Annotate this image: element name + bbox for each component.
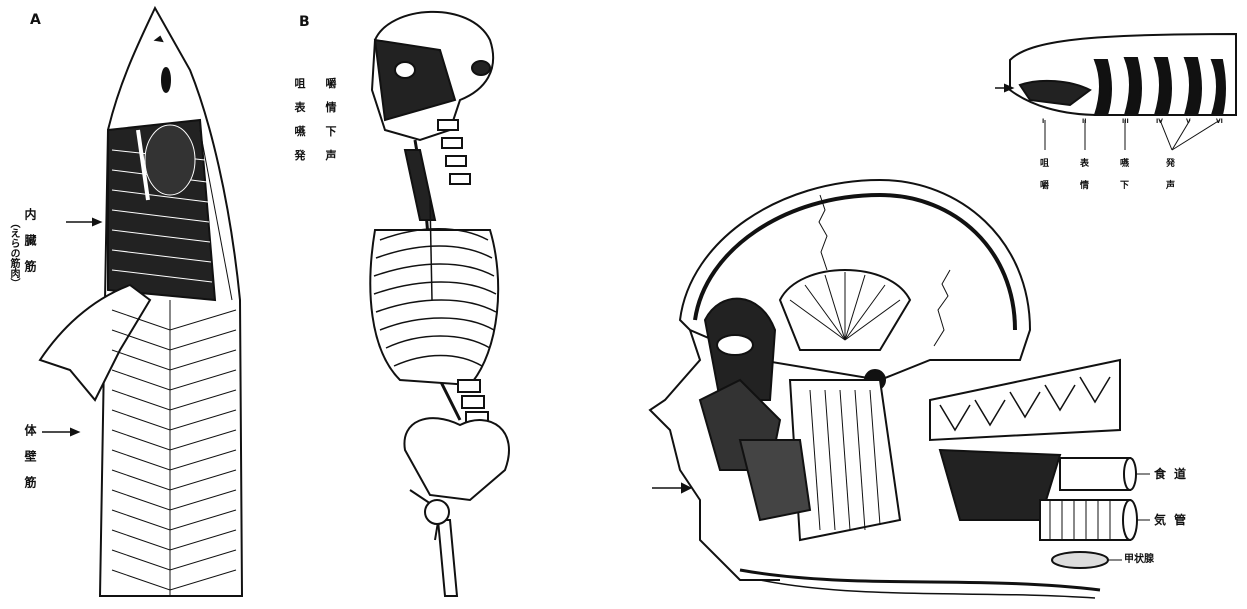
panel-b-col1-item: 咀 (293, 72, 307, 96)
inner-muscle-label: 内臓筋 (24, 208, 36, 286)
fish-row2-item: 下 (1120, 178, 1129, 191)
panel-a-letter: A (30, 12, 41, 28)
arch-mark: III (1122, 118, 1129, 125)
trachea-label: 気管 (1154, 514, 1194, 526)
arch-mark: II (1082, 118, 1086, 125)
arch-mark: I (1042, 118, 1044, 125)
arch-mark: VI (1216, 118, 1223, 125)
panel-b-col2-item: 下 (324, 120, 338, 144)
arch-mark: V (1186, 118, 1191, 125)
arch-mark: IV (1156, 118, 1163, 125)
panel-a-drawing (40, 8, 242, 596)
panel-b-col2-item: 嚼 (324, 72, 338, 96)
esophagus-label: 食道 (1154, 468, 1194, 480)
fish-row2-item: 嚼 (1040, 178, 1049, 191)
panel-b-col1-item: 嚥 (293, 120, 307, 144)
fish-row1-item: 咀 (1040, 156, 1049, 169)
head-section-drawing (650, 180, 1150, 598)
fish-row1-item: 表 (1080, 156, 1089, 169)
fish-row2-item: 声 (1166, 178, 1175, 191)
panel-b-col2-item: 声 (324, 144, 338, 168)
panel-b-drawing (370, 12, 509, 596)
body-wall-muscle-label: 体壁筋 (24, 424, 36, 502)
panel-b-col1-item: 表 (293, 96, 307, 120)
fish-row2-item: 情 (1080, 178, 1089, 191)
thyroid-label: 甲状腺 (1124, 555, 1154, 565)
fish-inset-drawing (995, 34, 1236, 150)
inner-muscle-note: （えらの筋肉） (6, 218, 21, 338)
panel-b-letter: B (299, 14, 310, 30)
panel-b-col2-item: 情 (324, 96, 338, 120)
fish-row1-item: 発 (1166, 156, 1175, 169)
fish-row1-item: 嚥 (1120, 156, 1129, 169)
panel-b-col1-item: 発 (293, 144, 307, 168)
panel-b-col2: 嚼 情 下 声 (324, 72, 338, 168)
panel-b-col1: 咀 表 嚥 発 (293, 72, 307, 168)
